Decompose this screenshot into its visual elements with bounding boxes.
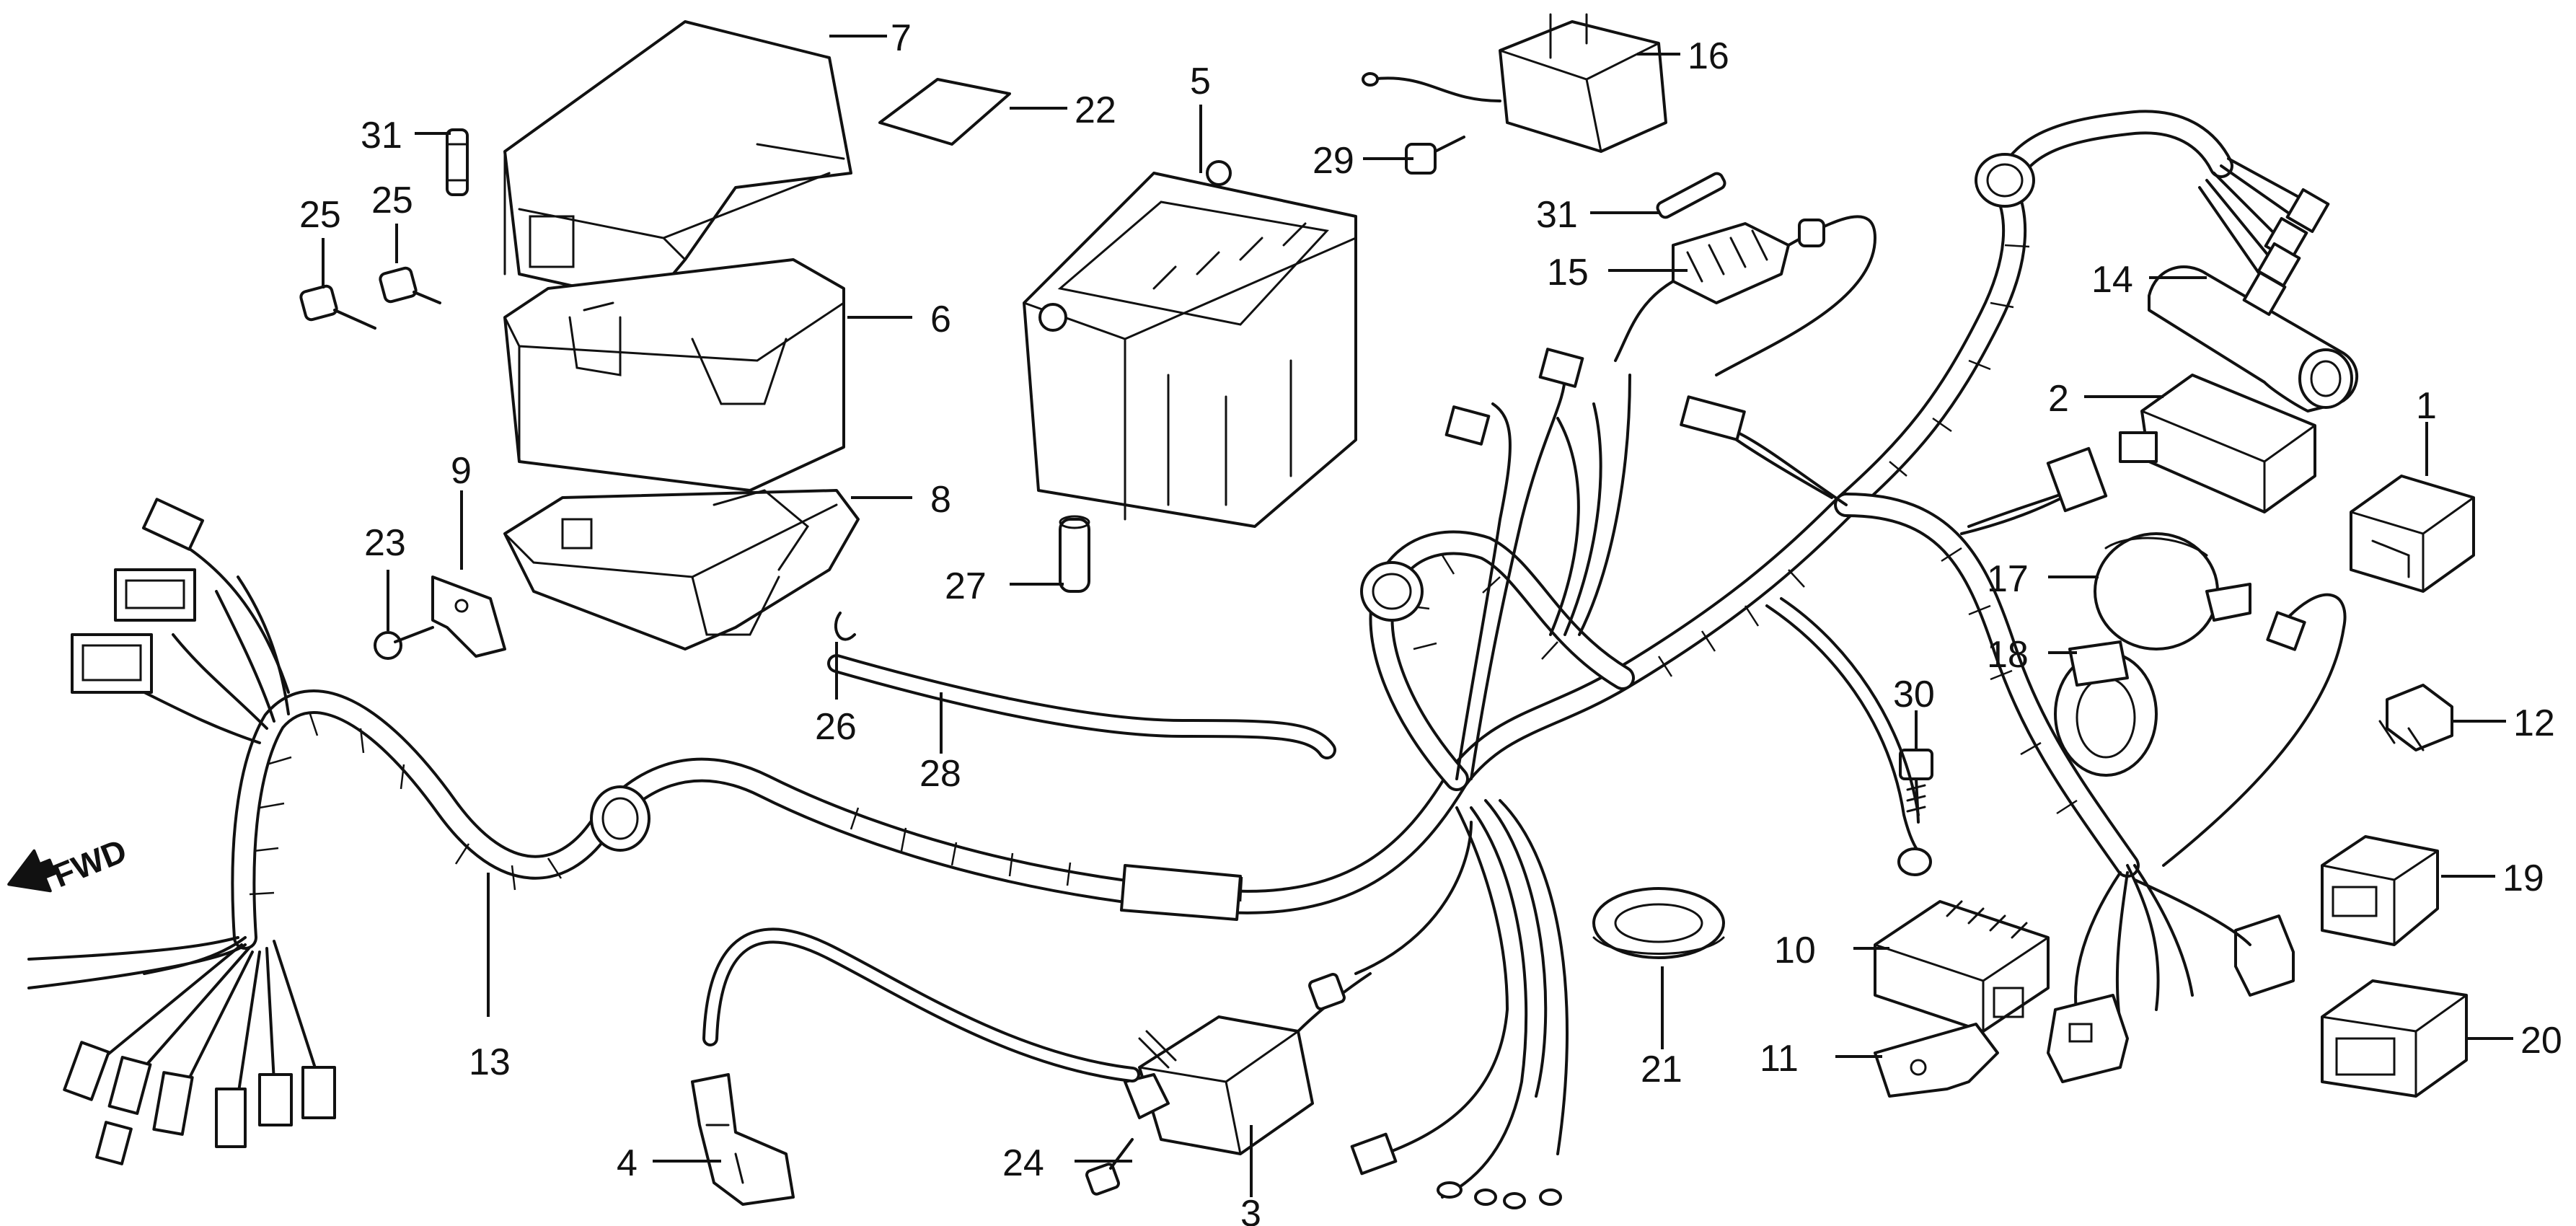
callout-18: 18 (1987, 634, 2029, 676)
turn-signal-relay (2119, 374, 2316, 513)
battery (1023, 160, 1357, 528)
callout-3: 3 (1240, 1193, 1261, 1226)
starter-relay (1362, 13, 1667, 153)
bolt-25-right (379, 266, 441, 304)
callout-4: 4 (617, 1142, 638, 1184)
top-right-connectors (2198, 157, 2330, 317)
main-wire-harness (231, 110, 2233, 950)
callout-17: 17 (1987, 558, 2029, 600)
callout-13: 13 (469, 1041, 511, 1083)
fuse-upper-left (446, 128, 469, 196)
ground-wire (1765, 597, 1932, 876)
callout-15: 15 (1547, 252, 1589, 294)
battery-band-bracket (431, 575, 506, 658)
callout-26: 26 (815, 706, 857, 748)
callout-6: 6 (930, 299, 951, 340)
callout-25-left: 25 (299, 194, 341, 236)
callout-29: 29 (1313, 140, 1354, 182)
battery-case (503, 258, 845, 492)
connector-part-1 (2350, 475, 2475, 593)
callout-16: 16 (1688, 35, 1729, 77)
bolt-24 (1085, 1138, 1134, 1196)
battery-box-cover (503, 20, 852, 304)
main-fuse-holder (1614, 215, 1877, 376)
regulator-rectifier (1874, 900, 2050, 1033)
battery-breather-joint (1059, 515, 1090, 593)
grommet-ring (1592, 887, 1725, 959)
hose-clip (834, 612, 856, 641)
battery-label-sticker (878, 78, 1011, 146)
bolt-23 (374, 626, 434, 660)
connector-part-19 (2321, 835, 2439, 946)
lower-center-wires (1350, 799, 1569, 1209)
callout-9: 9 (451, 450, 472, 492)
callout-22: 22 (1075, 89, 1116, 131)
regulator-bracket (1874, 1023, 1999, 1098)
spark-plug-cap (691, 927, 1140, 1206)
bolt-25-left (299, 284, 376, 330)
harness-sleeve (2148, 265, 2358, 413)
spark-unit (2094, 532, 2347, 867)
callout-11: 11 (1760, 1038, 1799, 1080)
callout-21: 21 (1641, 1049, 1682, 1090)
callout-24: 24 (1002, 1142, 1044, 1184)
ignition-coil (1124, 821, 1473, 1155)
callout-1: 1 (2416, 385, 2437, 427)
callout-31-left: 31 (361, 115, 402, 156)
connector-part-12 (2378, 684, 2453, 751)
fwd-label: FWD (48, 832, 132, 894)
battery-tray (503, 489, 860, 651)
callout-5: 5 (1190, 61, 1211, 102)
callout-12: 12 (2513, 702, 2555, 744)
connector-part-20 (2321, 979, 2468, 1098)
battery-breather-tube (827, 654, 1336, 759)
callout-14: 14 (2091, 259, 2133, 301)
callout-25-right: 25 (371, 180, 413, 221)
bolt-29 (1405, 136, 1465, 175)
upper-branch-wires (1444, 348, 2108, 780)
callout-8: 8 (930, 479, 951, 521)
forward-direction-indicator: FWD (7, 832, 132, 894)
callout-10: 10 (1774, 930, 1816, 971)
fuse-right (1656, 172, 1726, 219)
callout-20: 20 (2520, 1020, 2562, 1062)
callout-2: 2 (2048, 378, 2069, 420)
right-branch-connectors (2047, 864, 2295, 1083)
callout-23: 23 (364, 522, 406, 564)
callout-30: 30 (1893, 674, 1935, 715)
callout-31-right: 31 (1536, 194, 1578, 236)
callout-19: 19 (2502, 857, 2544, 899)
callout-labels: 1 2 3 4 5 6 7 8 9 10 11 12 13 14 15 16 1… (299, 17, 2562, 1226)
rubber-mount (2054, 640, 2158, 777)
callout-28: 28 (919, 753, 961, 795)
callout-7: 7 (891, 17, 912, 59)
leader-lines (322, 35, 2513, 1197)
left-harness-connectors (27, 498, 336, 1165)
callout-27: 27 (945, 565, 987, 607)
